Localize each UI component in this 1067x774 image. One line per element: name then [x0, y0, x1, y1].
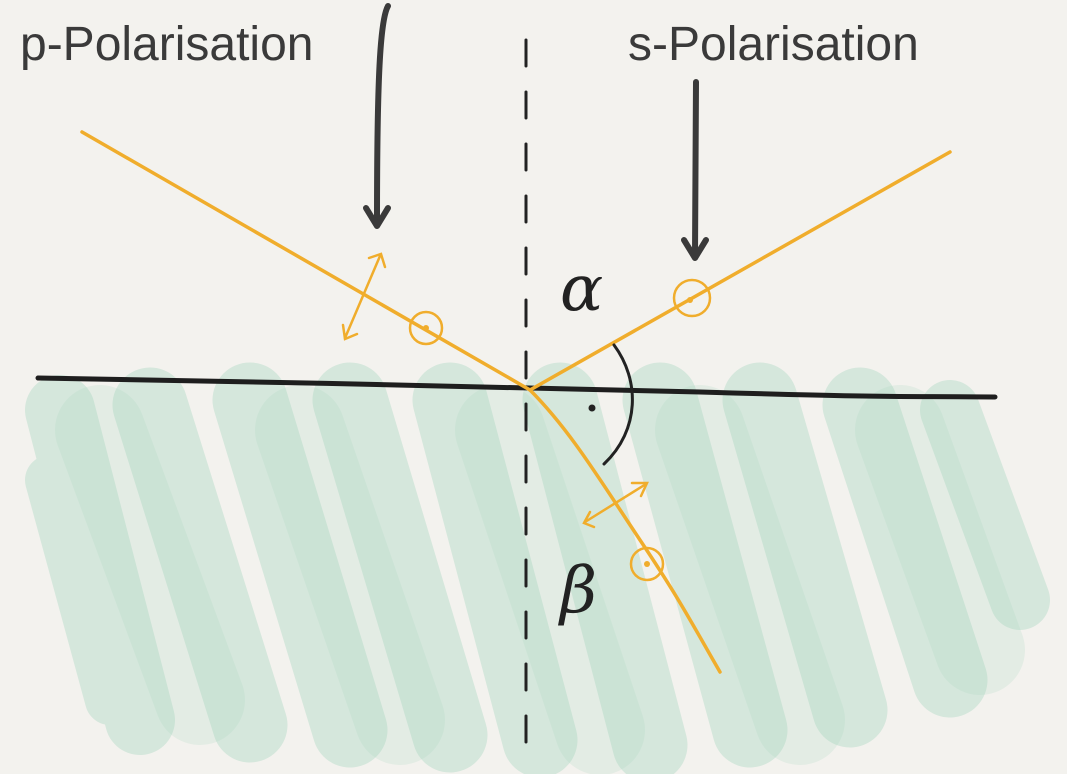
s-polarisation-dot-refracted [629, 546, 665, 582]
s-polarisation-pointer-arrow [681, 79, 709, 261]
reflected-beam [528, 150, 952, 392]
p-polarisation-label: p-Polarisation [20, 18, 313, 71]
right-angle-arc [602, 343, 634, 466]
p-polarisation-double-arrow-incident [341, 252, 387, 341]
right-angle-dot [588, 404, 596, 412]
glass-medium [25, 362, 1050, 774]
beta-angle-label: β [558, 554, 597, 628]
s-polarisation-dot-reflected [672, 278, 712, 318]
alpha-angle-label: α [560, 252, 603, 326]
p-polarisation-pointer-arrow [363, 3, 391, 229]
glass-medium-overlay [55, 385, 1025, 774]
s-polarisation-dot-incident [408, 310, 444, 346]
refracted-beam [528, 388, 722, 674]
p-polarisation-double-arrow-refracted [582, 481, 649, 529]
interface-line [35, 375, 998, 400]
incident-beam [80, 130, 532, 392]
s-polarisation-label: s-Polarisation [628, 18, 919, 71]
